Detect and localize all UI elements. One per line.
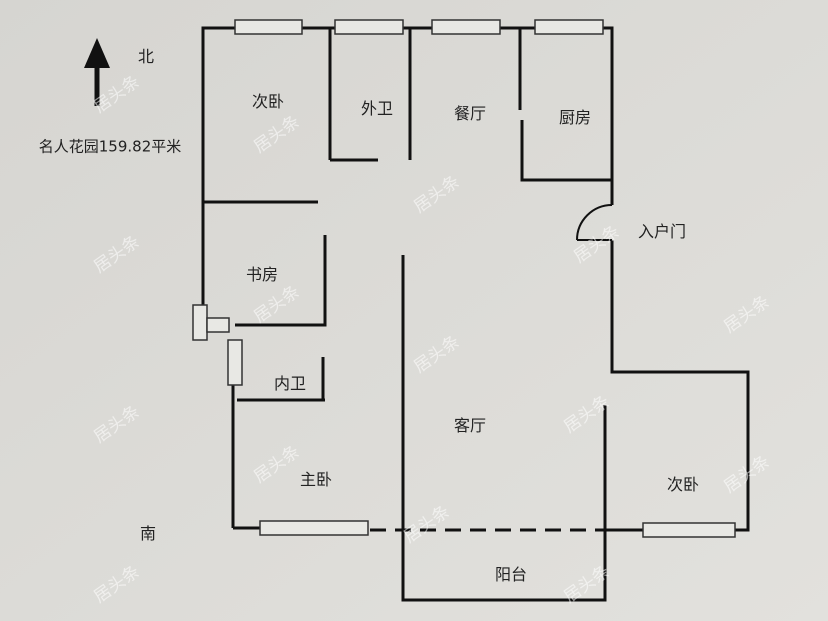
entrance-door-icon bbox=[576, 204, 613, 241]
room-bedroom-nw: 次卧 bbox=[251, 92, 285, 111]
room-master: 主卧 bbox=[299, 470, 333, 489]
room-study: 书房 bbox=[245, 265, 279, 284]
room-kitchen: 厨房 bbox=[558, 108, 592, 127]
room-bedroom-se: 次卧 bbox=[666, 475, 700, 494]
room-balcony: 阳台 bbox=[494, 565, 528, 584]
windows bbox=[192, 19, 736, 538]
north-arrow-icon bbox=[84, 38, 110, 106]
entrance-label: 入户门 bbox=[637, 222, 687, 241]
room-guest-bath: 外卫 bbox=[360, 99, 394, 118]
room-dining: 餐厅 bbox=[453, 104, 487, 123]
south-label: 南 bbox=[139, 524, 157, 543]
plan-title: 名人花园159.82平米 bbox=[38, 137, 182, 156]
north-label: 北 bbox=[137, 47, 155, 66]
walls bbox=[201, 26, 750, 602]
room-living: 客厅 bbox=[453, 416, 487, 435]
room-ensuite: 内卫 bbox=[273, 374, 307, 393]
